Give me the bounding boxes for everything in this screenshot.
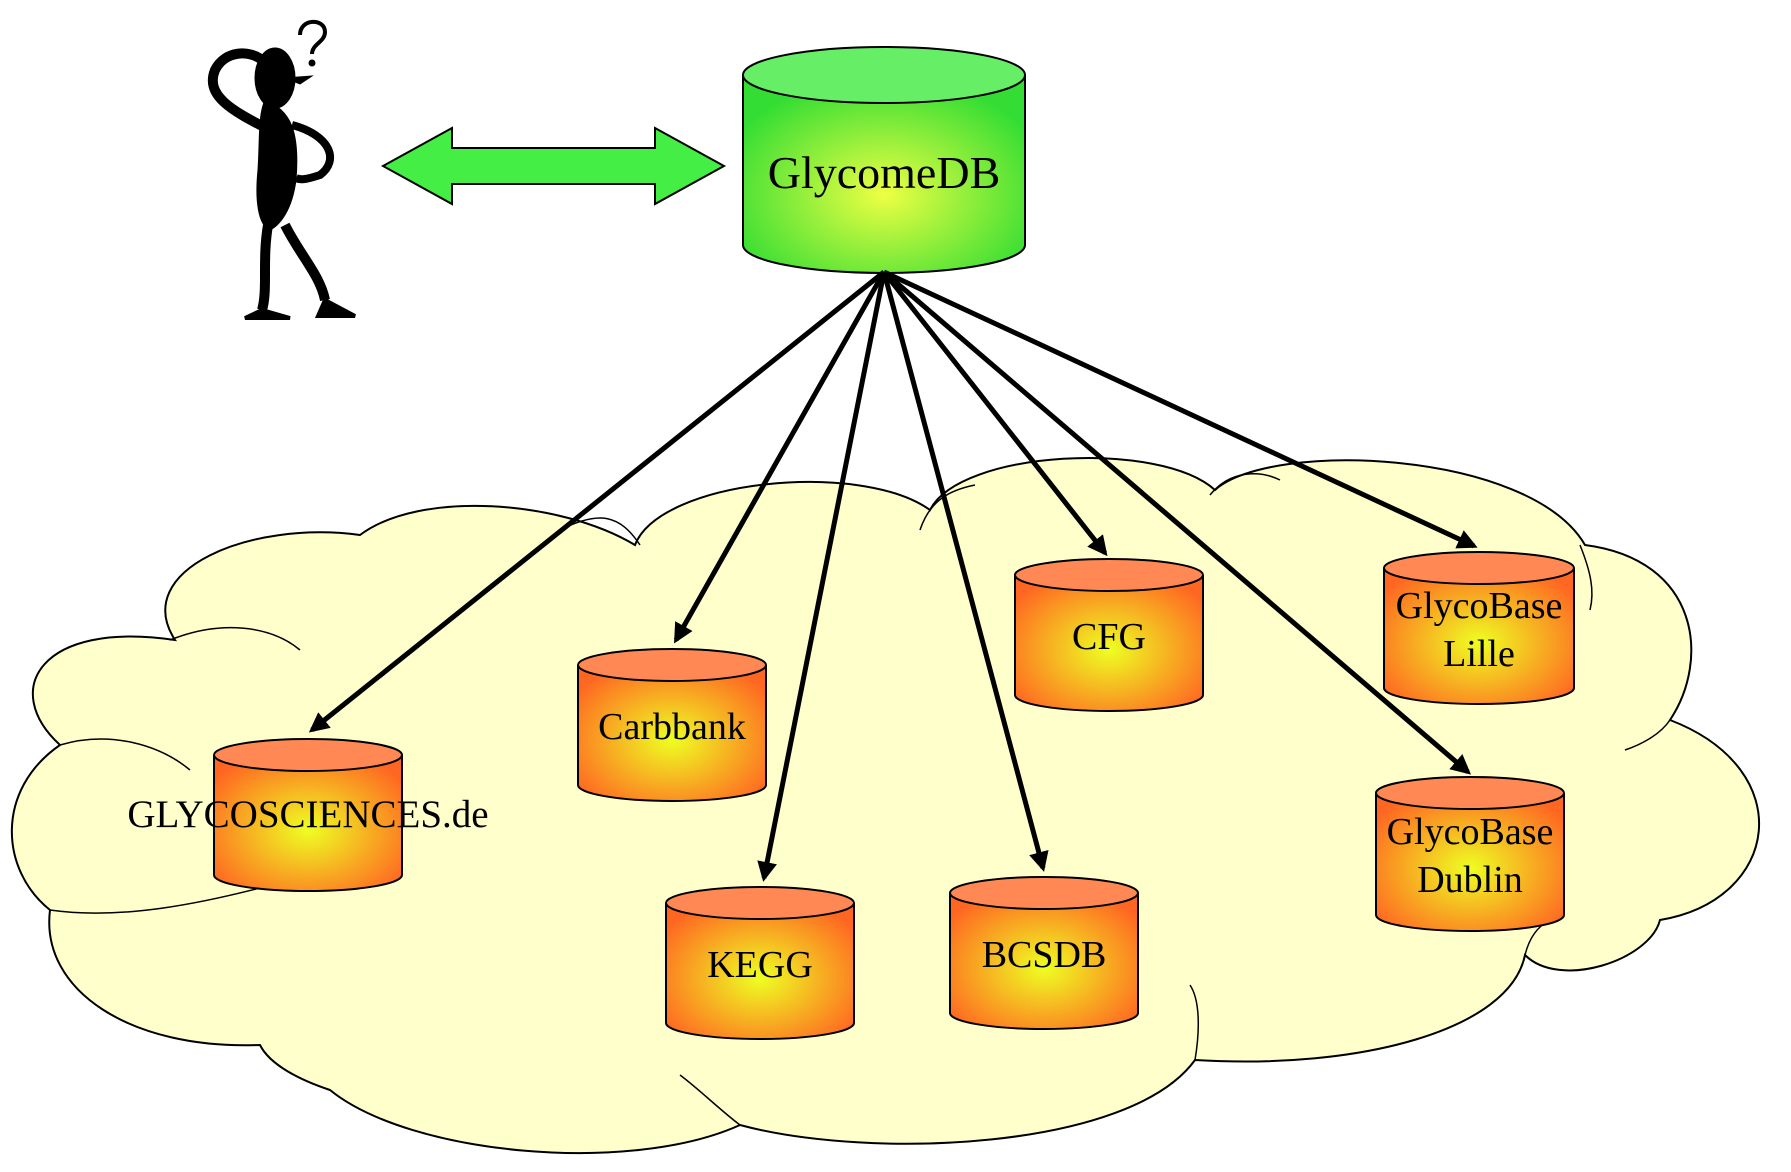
database-top — [665, 886, 855, 920]
database-label: CFG — [1072, 616, 1146, 658]
database-body — [213, 755, 403, 892]
database-kegg: KEGG — [665, 886, 855, 1040]
database-top — [1383, 551, 1575, 585]
person-thinking-icon — [207, 19, 356, 320]
database-top — [1014, 558, 1204, 592]
arrow-to-kegg — [757, 271, 887, 882]
connection-arrows — [308, 269, 1478, 882]
glycomedb-cylinder: GlycomeDB — [742, 46, 1026, 274]
database-body — [1375, 793, 1565, 932]
arrow-to-glycobase-lille — [882, 269, 1478, 549]
database-top — [949, 876, 1139, 910]
database-label: GlycoBase — [1387, 811, 1554, 853]
database-carbbank: Carbbank — [577, 648, 767, 802]
glycosciences-label: GLYCOSCIENCES.de — [127, 793, 488, 836]
arrow-to-glycobase-dublin — [882, 270, 1472, 775]
database-cfg: CFG — [1014, 558, 1204, 712]
database-body — [577, 665, 767, 802]
database-body — [665, 903, 855, 1040]
arrow-to-bcsdb — [881, 271, 1049, 872]
database-top — [577, 648, 767, 682]
database-top — [1375, 776, 1565, 810]
bidirectional-arrow — [380, 126, 727, 206]
database-body — [1014, 575, 1204, 712]
database-label: Lille — [1443, 633, 1515, 675]
arrow-to-carbbank — [673, 270, 887, 644]
database-label: Carbbank — [598, 706, 746, 748]
database-label: GlycoBase — [1396, 585, 1563, 627]
database-label: Dublin — [1417, 859, 1523, 901]
database-body — [949, 893, 1139, 1030]
database-label: KEGG — [707, 944, 813, 986]
database-body — [1383, 568, 1575, 705]
arrow-to-glycosciences — [308, 270, 886, 733]
database-glycosciences — [213, 738, 403, 892]
database-top — [213, 738, 403, 772]
glycomedb-label: GlycomeDB — [768, 147, 1001, 198]
database-bcsdb: BCSDB — [949, 876, 1139, 1030]
database-label: BCSDB — [982, 934, 1107, 976]
arrow-to-cfg — [882, 270, 1108, 557]
